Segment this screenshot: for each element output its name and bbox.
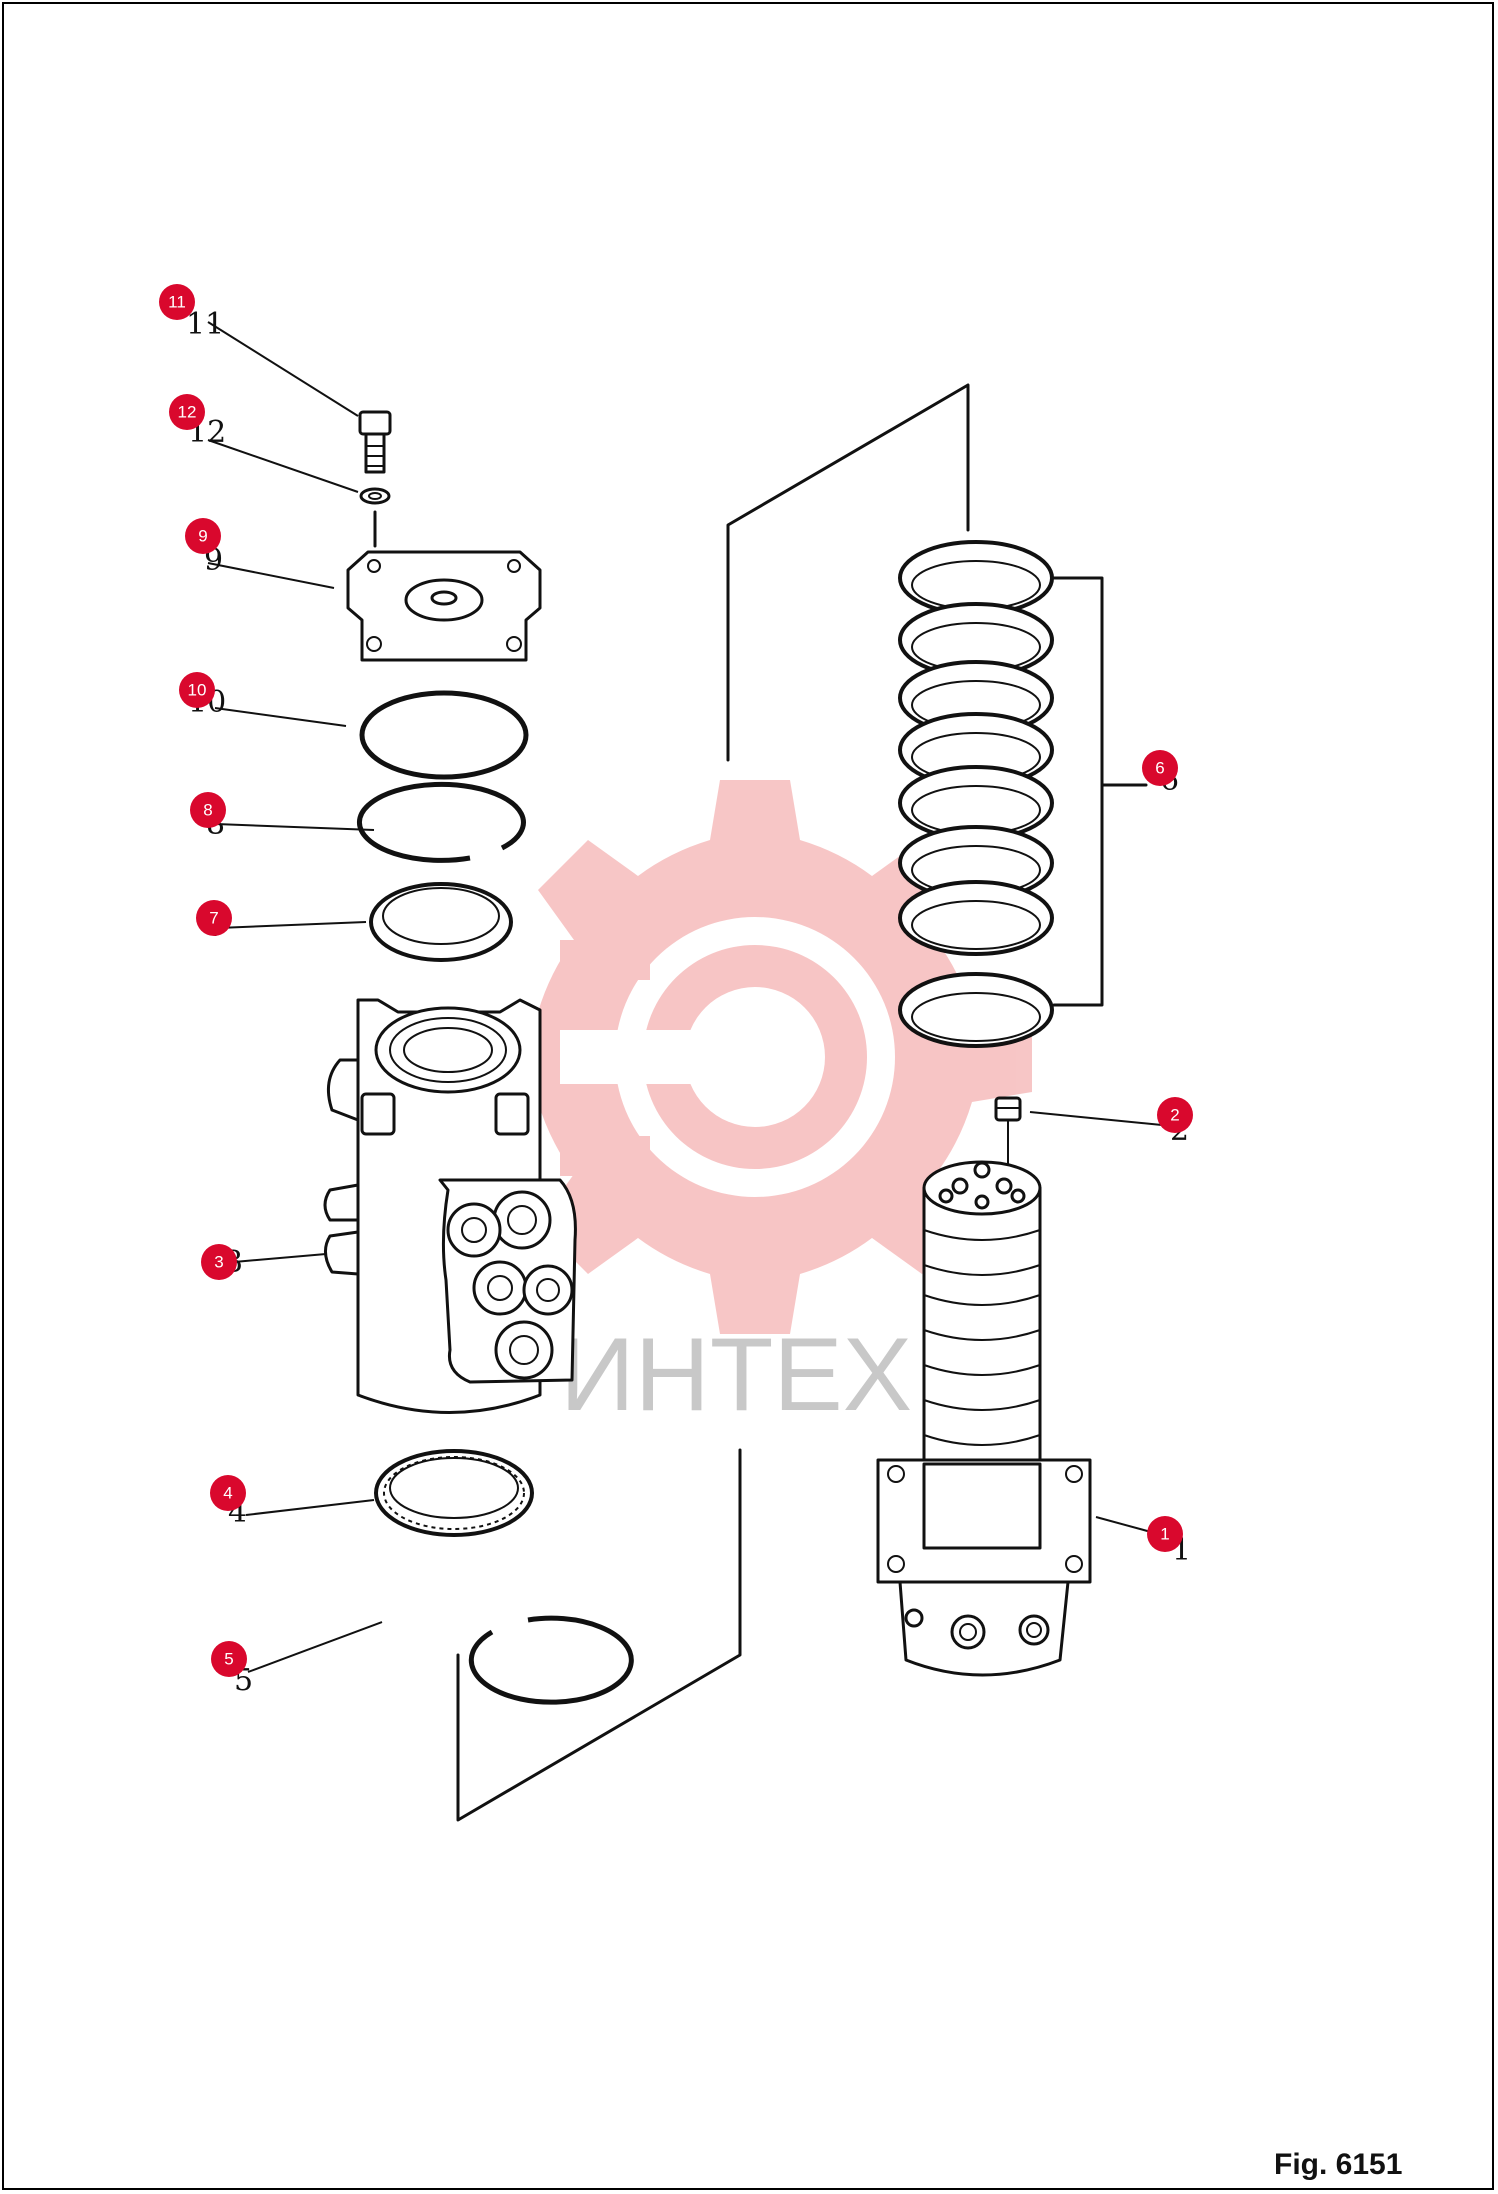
callout-7[interactable]: 7	[196, 900, 232, 936]
part-7-seal-ring	[369, 882, 513, 962]
svg-text:3: 3	[214, 1253, 223, 1272]
callout-12[interactable]: 12	[169, 394, 205, 430]
part-6-seal-stack	[898, 540, 1054, 1048]
figure-label: Fig. 6151	[1274, 2148, 1402, 2181]
callout-11[interactable]: 11	[159, 284, 195, 320]
part-4-bearing-ring	[374, 1449, 534, 1537]
svg-text:12: 12	[178, 403, 197, 422]
svg-text:11: 11	[168, 293, 186, 312]
part-8-snap-ring	[356, 781, 526, 863]
watermark-text: ИНТЕХ	[560, 1317, 912, 1433]
part-11-bolt	[358, 410, 392, 474]
part-2-plug	[994, 1096, 1022, 1122]
callout-6[interactable]: 6	[1142, 750, 1178, 786]
svg-text:8: 8	[203, 801, 212, 820]
svg-text:5: 5	[224, 1650, 233, 1669]
part-5-retaining-ring	[468, 1615, 634, 1705]
part-9-cover	[346, 550, 542, 662]
callout-10[interactable]: 10	[179, 672, 215, 708]
svg-text:6: 6	[1155, 759, 1164, 778]
callout-4[interactable]: 4	[210, 1475, 246, 1511]
watermark-gear-logo	[478, 780, 1032, 1334]
part-1-swivel-shaft	[876, 1160, 1092, 1677]
assembly-bracket-lines	[456, 383, 970, 1822]
callout-8[interactable]: 8	[190, 792, 226, 828]
svg-text:9: 9	[198, 527, 207, 546]
callout-bubbles: 11 12 9 10 8 7 3 4 5 6 2 1	[159, 284, 1193, 1677]
part-10-o-ring	[359, 690, 529, 780]
svg-text:4: 4	[223, 1484, 232, 1503]
part-3-swivel-body	[323, 998, 577, 1414]
part-12-washer	[359, 487, 391, 505]
callout-1[interactable]: 1	[1147, 1516, 1183, 1552]
svg-text:2: 2	[1170, 1106, 1179, 1125]
leader-lines	[207, 321, 1173, 1673]
callout-2[interactable]: 2	[1157, 1097, 1193, 1133]
callout-9[interactable]: 9	[185, 518, 221, 554]
callout-3[interactable]: 3	[201, 1244, 237, 1280]
printed-number-11: 11	[186, 307, 224, 342]
part-6-brace	[1052, 576, 1104, 1007]
svg-text:7: 7	[209, 909, 218, 928]
callout-5[interactable]: 5	[211, 1641, 247, 1677]
svg-text:1: 1	[1160, 1525, 1169, 1544]
svg-text:10: 10	[188, 681, 207, 700]
